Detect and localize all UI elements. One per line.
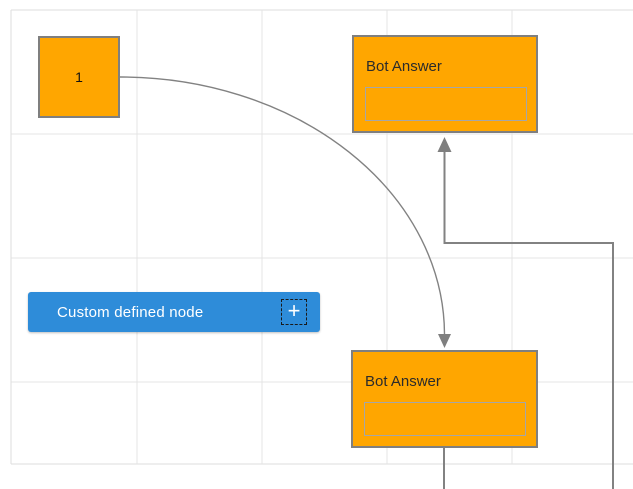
node-custom-defined[interactable]: Custom defined node + (28, 292, 320, 332)
node-bot-answer-top[interactable]: Bot Answer (352, 35, 538, 133)
node-start[interactable]: 1 (38, 36, 120, 118)
add-port-button[interactable]: + (281, 299, 307, 325)
node-title: Bot Answer (365, 373, 441, 390)
node-start-label: 1 (75, 69, 83, 85)
edge-start-to-bottom[interactable] (119, 76, 451, 348)
bot-answer-input[interactable] (364, 402, 526, 436)
node-title: Bot Answer (366, 58, 442, 75)
node-bot-answer-bottom[interactable]: Bot Answer (351, 350, 538, 448)
edge-curve[interactable] (119, 76, 446, 335)
custom-node-label: Custom defined node (57, 303, 204, 321)
arrowhead-down (438, 334, 451, 348)
bot-answer-input[interactable] (365, 87, 527, 121)
edge-segment-elbow[interactable] (443, 151, 614, 489)
plus-icon: + (287, 298, 301, 323)
edge-bottom-to-top[interactable] (437, 137, 614, 489)
arrowhead-up (437, 137, 452, 152)
